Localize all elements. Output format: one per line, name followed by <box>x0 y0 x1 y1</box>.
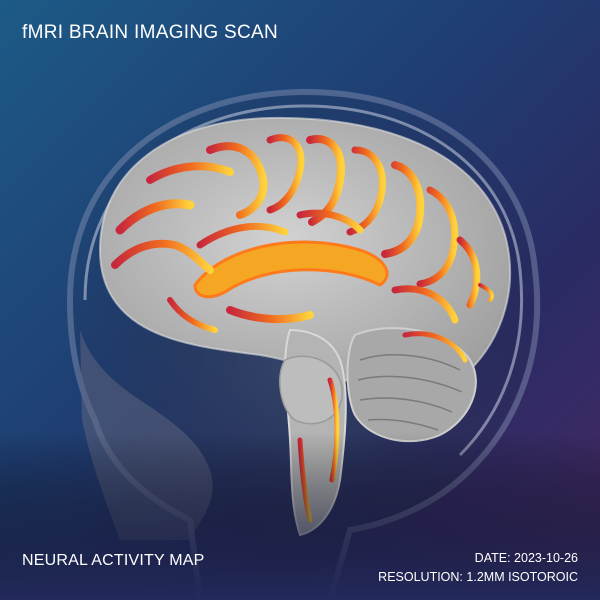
scan-title: fMRI BRAIN IMAGING SCAN <box>22 22 279 43</box>
scan-metadata: DATE: 2023-10-26 RESOLUTION: 1.2MM ISOTO… <box>378 549 578 587</box>
date-label: DATE: <box>474 551 511 565</box>
resolution-row: RESOLUTION: 1.2MM ISOTOROIC <box>378 568 578 587</box>
resolution-label: RESOLUTION: <box>378 570 463 584</box>
date-row: DATE: 2023-10-26 <box>378 549 578 568</box>
date-value: 2023-10-26 <box>514 551 578 565</box>
resolution-value: 1.2MM ISOTOROIC <box>466 570 578 584</box>
map-caption: NEURAL ACTIVITY MAP <box>22 552 205 569</box>
